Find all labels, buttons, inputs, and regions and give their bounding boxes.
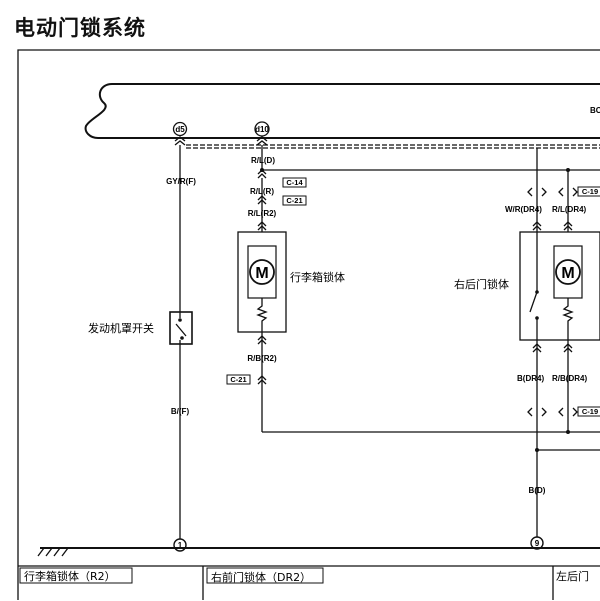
trunk-motor: [249, 259, 275, 285]
wire-label-rbr2: R/B(R2): [247, 354, 277, 363]
connector-c21b-label: C-21: [230, 375, 246, 384]
rr-spring: [562, 298, 574, 340]
switch-dot: [535, 290, 539, 294]
ground-symbol: [37, 547, 69, 557]
junction-dot: [566, 168, 570, 172]
junction-dot: [566, 430, 570, 434]
chevron-d5: [174, 136, 186, 146]
chevron-c19a-right: [558, 187, 578, 197]
ground-node-9-label: 9: [535, 539, 540, 548]
chevron-trunk-top: [257, 221, 267, 231]
chevron-rr-top-right: [563, 221, 573, 231]
connector-c14: [282, 177, 307, 188]
rr-door-lock-label: 右后门锁体: [454, 277, 509, 291]
connector-c21a-label: C-21: [286, 196, 302, 205]
wire-label-rldr4: R/L(DR4): [552, 205, 587, 214]
trunk-spring: [256, 298, 268, 332]
connector-c19a: [577, 186, 600, 197]
chevron-c19a-left: [527, 187, 547, 197]
wire-label-wrdr4: W/R(DR4): [505, 205, 542, 214]
connector-c14-label: C-14: [286, 178, 303, 187]
diagram-frame: [17, 49, 600, 600]
chevron-c19b-right: [558, 407, 578, 417]
connector-c19b: [577, 406, 600, 417]
chevron-c21a: [257, 195, 267, 205]
footer-label-left: 行李箱锁体（R2）: [24, 569, 116, 583]
chevron-c21b: [257, 375, 267, 385]
wire-label-gyrf: GY/R(F): [166, 177, 196, 186]
hood-switch: [169, 311, 193, 345]
switch-dot: [180, 336, 184, 340]
connector-c21b: [226, 374, 251, 385]
connector-c19a-label: C-19: [582, 187, 598, 196]
footer-tag-left: [19, 567, 133, 584]
terminal-d10-label: d10: [255, 125, 269, 134]
wire-label-rlr: R/L(R): [250, 187, 274, 196]
wire-label-rld: R/L(D): [251, 156, 275, 165]
switch-dot: [178, 318, 182, 322]
chevron-c19b-left: [527, 407, 547, 417]
hood-switch-label: 发动机罩开关: [88, 321, 154, 335]
trunk-lock-label: 行李箱锁体: [290, 270, 345, 284]
bus-label: BC: [590, 106, 600, 115]
wire-label-bd: B(D): [529, 486, 546, 495]
connector-c19b-label: C-19: [582, 407, 598, 416]
footer-label-right: 左后门: [556, 569, 589, 583]
wire-label-bdr4: B(DR4): [517, 374, 544, 383]
chevron-d10: [256, 136, 268, 146]
footer-tag-mid: [206, 567, 324, 584]
chevron-rr-top-left: [532, 221, 542, 231]
switch-dot: [535, 316, 539, 320]
wire-label-bf: B/(F): [171, 407, 190, 416]
wire-label-rlr2: R/L(R2): [248, 209, 277, 218]
terminal-d5: [172, 121, 188, 137]
trunk-motor-label: M: [255, 265, 268, 282]
footer-label-mid: 右前门锁体（DR2）: [211, 570, 311, 584]
wire-label-rbdr4: R/B(DR4): [552, 374, 587, 383]
rr-motor: [555, 259, 581, 285]
terminal-d10: [254, 121, 270, 137]
terminal-d5-label: d5: [175, 125, 185, 134]
connector-c21a: [282, 195, 307, 206]
ground-node-1-label: 1: [178, 541, 183, 550]
page-title: 电动门锁系统: [14, 16, 146, 40]
bcm-bus-outline: [84, 83, 600, 139]
rr-motor-label: M: [561, 265, 574, 282]
hood-switch-contact: [175, 312, 187, 344]
